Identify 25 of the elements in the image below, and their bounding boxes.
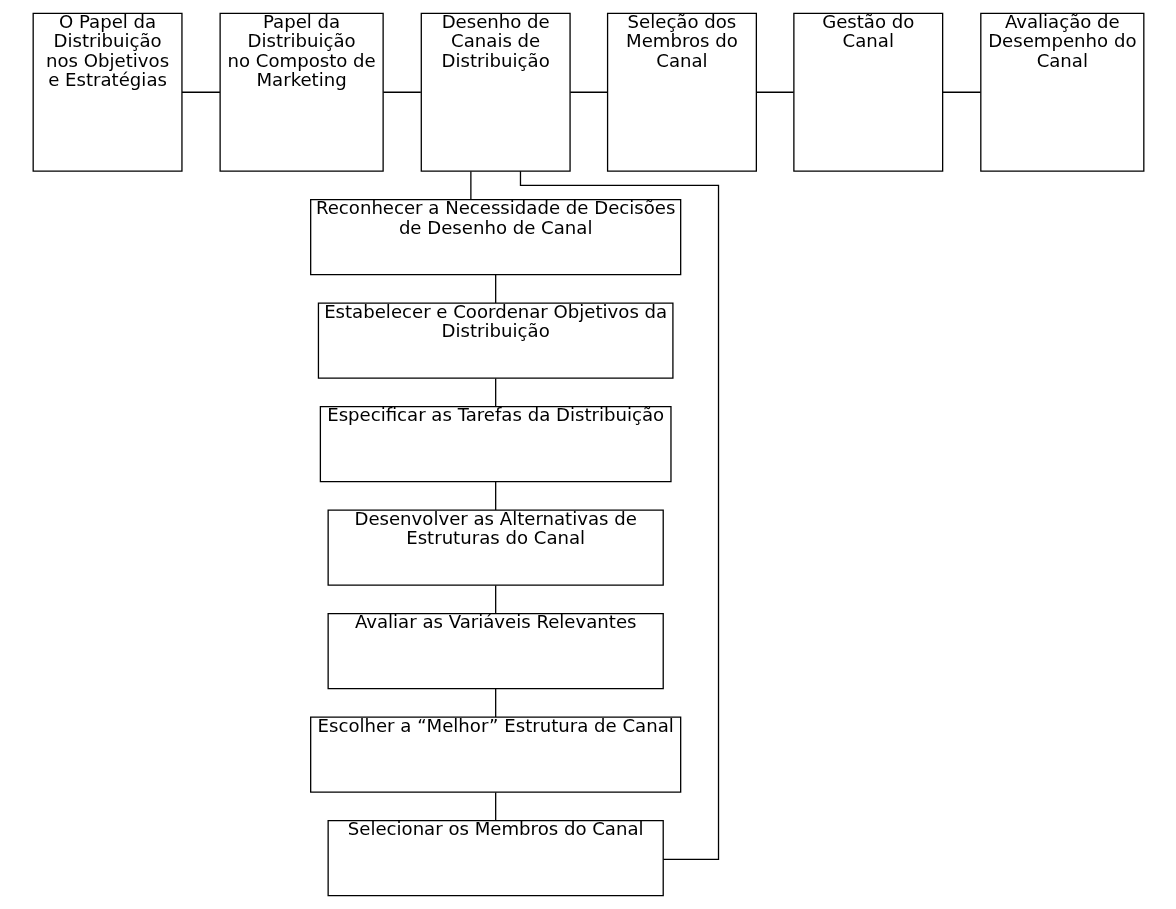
connector xyxy=(494,584,496,615)
connector xyxy=(494,377,496,408)
node-box: Escolher a “Melhor” Estrutura de Canal xyxy=(309,716,681,793)
node-box: Selecionar os Membros do Canal xyxy=(327,819,664,897)
node-box: Avaliação de Desempenho do Canal xyxy=(979,12,1144,172)
connector xyxy=(569,91,608,93)
connector xyxy=(494,688,496,718)
node-box: Avaliar as Variáveis Relevantes xyxy=(327,613,664,690)
connector xyxy=(469,170,472,201)
node-box: Seleção dos Membros do Canal xyxy=(606,12,757,172)
connector xyxy=(941,91,981,93)
connector xyxy=(494,274,496,304)
connector xyxy=(755,91,794,93)
node-box: Desenvolver as Alternativas de Estruturas do Canal xyxy=(327,509,664,586)
node-box: O Papel da Distribuição nos Objetivos e Estratégias xyxy=(32,12,183,172)
node-box: Especificar as Tarefas da Distribuição xyxy=(319,406,672,483)
connector xyxy=(180,91,221,93)
node-box: Reconhecer a Necessidade de Decisões de Desenho de Canal xyxy=(309,199,681,276)
node-box: Papel da Distribuição no Composto de Marketing xyxy=(218,12,384,172)
node-box: Desenho de Canais de Distribuição xyxy=(420,12,571,172)
connector xyxy=(494,791,496,822)
connector xyxy=(382,91,421,93)
connector xyxy=(494,481,496,511)
node-box: Estabelecer e Coordenar Objetivos da Distribuição xyxy=(317,302,674,379)
node-box: Gestão do Canal xyxy=(792,12,943,172)
